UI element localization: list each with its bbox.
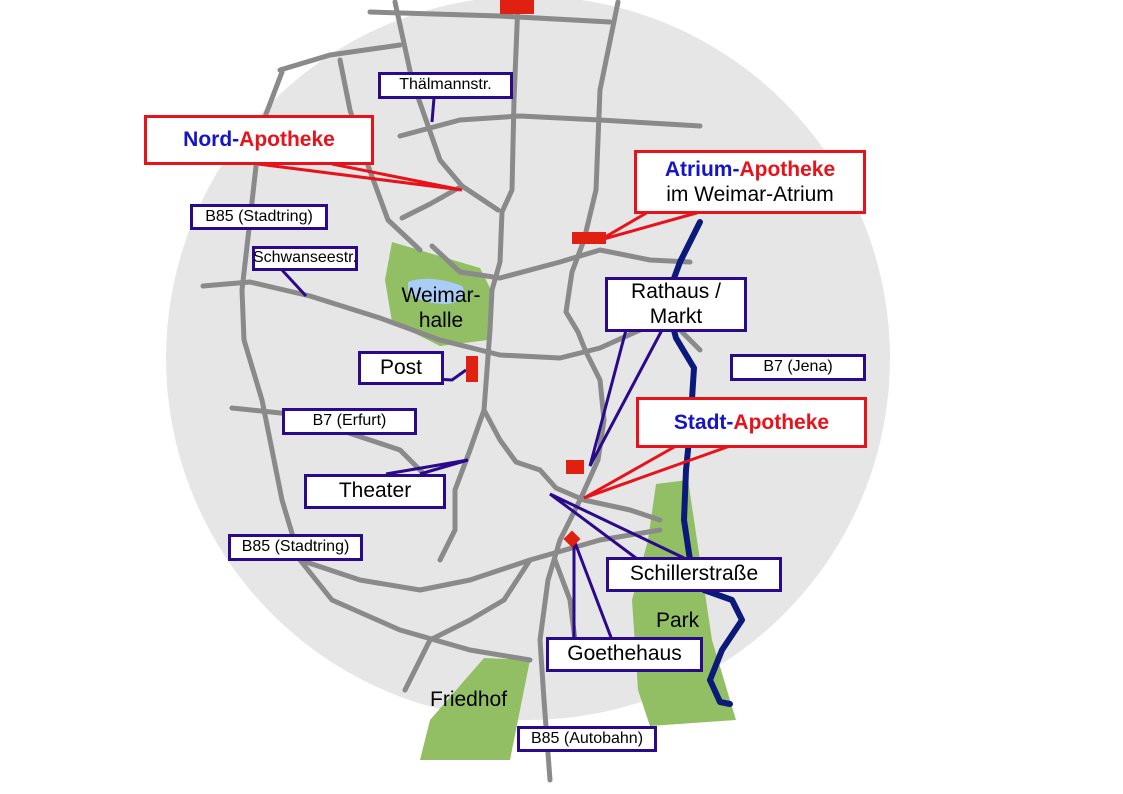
weimarhalle-label-line2: halle xyxy=(418,309,464,333)
park-label: Park xyxy=(656,609,700,632)
theater-label[interactable]: Theater xyxy=(304,474,446,509)
stadt-apotheke-prefix: Stadt- xyxy=(673,410,734,434)
stadt-apotheke-label[interactable]: Stadt-Apotheke xyxy=(636,397,867,448)
goethehaus-marker xyxy=(563,530,581,548)
top-edge-marker xyxy=(500,0,534,14)
b7-erfurt-label: B7 (Erfurt) xyxy=(282,408,417,435)
post-marker xyxy=(466,356,478,382)
schillerstrasse-label[interactable]: Schillerstraße xyxy=(606,557,782,592)
b7-jena-label: B7 (Jena) xyxy=(730,354,866,381)
b85-stadtring-north-label: B85 (Stadtring) xyxy=(190,204,328,230)
post-label[interactable]: Post xyxy=(358,351,444,385)
atrium-apotheke-location: im Weimar-Atrium xyxy=(666,183,834,206)
thaelmannstr-label: Thälmannstr. xyxy=(378,72,513,99)
nord-apotheke-name: Apotheke xyxy=(239,128,335,152)
weimarhalle-pond xyxy=(408,278,465,304)
stadt-apotheke-name: Apotheke xyxy=(733,410,830,434)
schwanseestr-label: Schwanseestr. xyxy=(252,246,358,271)
rathaus-markt-label[interactable]: Rathaus / Markt xyxy=(605,277,747,332)
weimarhalle-label-line1: Weimar- xyxy=(401,284,481,307)
rathaus-label-line2: Markt xyxy=(649,304,703,328)
atrium-apotheke-label[interactable]: Atrium-Apotheke im Weimar-Atrium xyxy=(634,150,866,214)
weimarhalle-label: Weimar- halle xyxy=(392,283,490,333)
atrium-marker xyxy=(572,232,606,244)
rathaus-label-line1: Rathaus / xyxy=(631,280,721,304)
goethehaus-label[interactable]: Goethehaus xyxy=(546,637,703,672)
stadt-apotheke-marker xyxy=(566,460,584,474)
b85-stadtring-south-label: B85 (Stadtring) xyxy=(228,534,363,561)
friedhof-label: Friedhof xyxy=(430,688,508,711)
atrium-apotheke-prefix: Atrium- xyxy=(664,157,740,181)
location-markers xyxy=(466,0,606,548)
b85-autobahn-label: B85 (Autobahn) xyxy=(517,726,657,752)
nord-apotheke-prefix: Nord- xyxy=(183,128,240,152)
nord-apotheke-label[interactable]: Nord-Apotheke xyxy=(144,115,374,165)
atrium-apotheke-name: Apotheke xyxy=(739,157,836,181)
friedhof-area xyxy=(420,658,530,760)
